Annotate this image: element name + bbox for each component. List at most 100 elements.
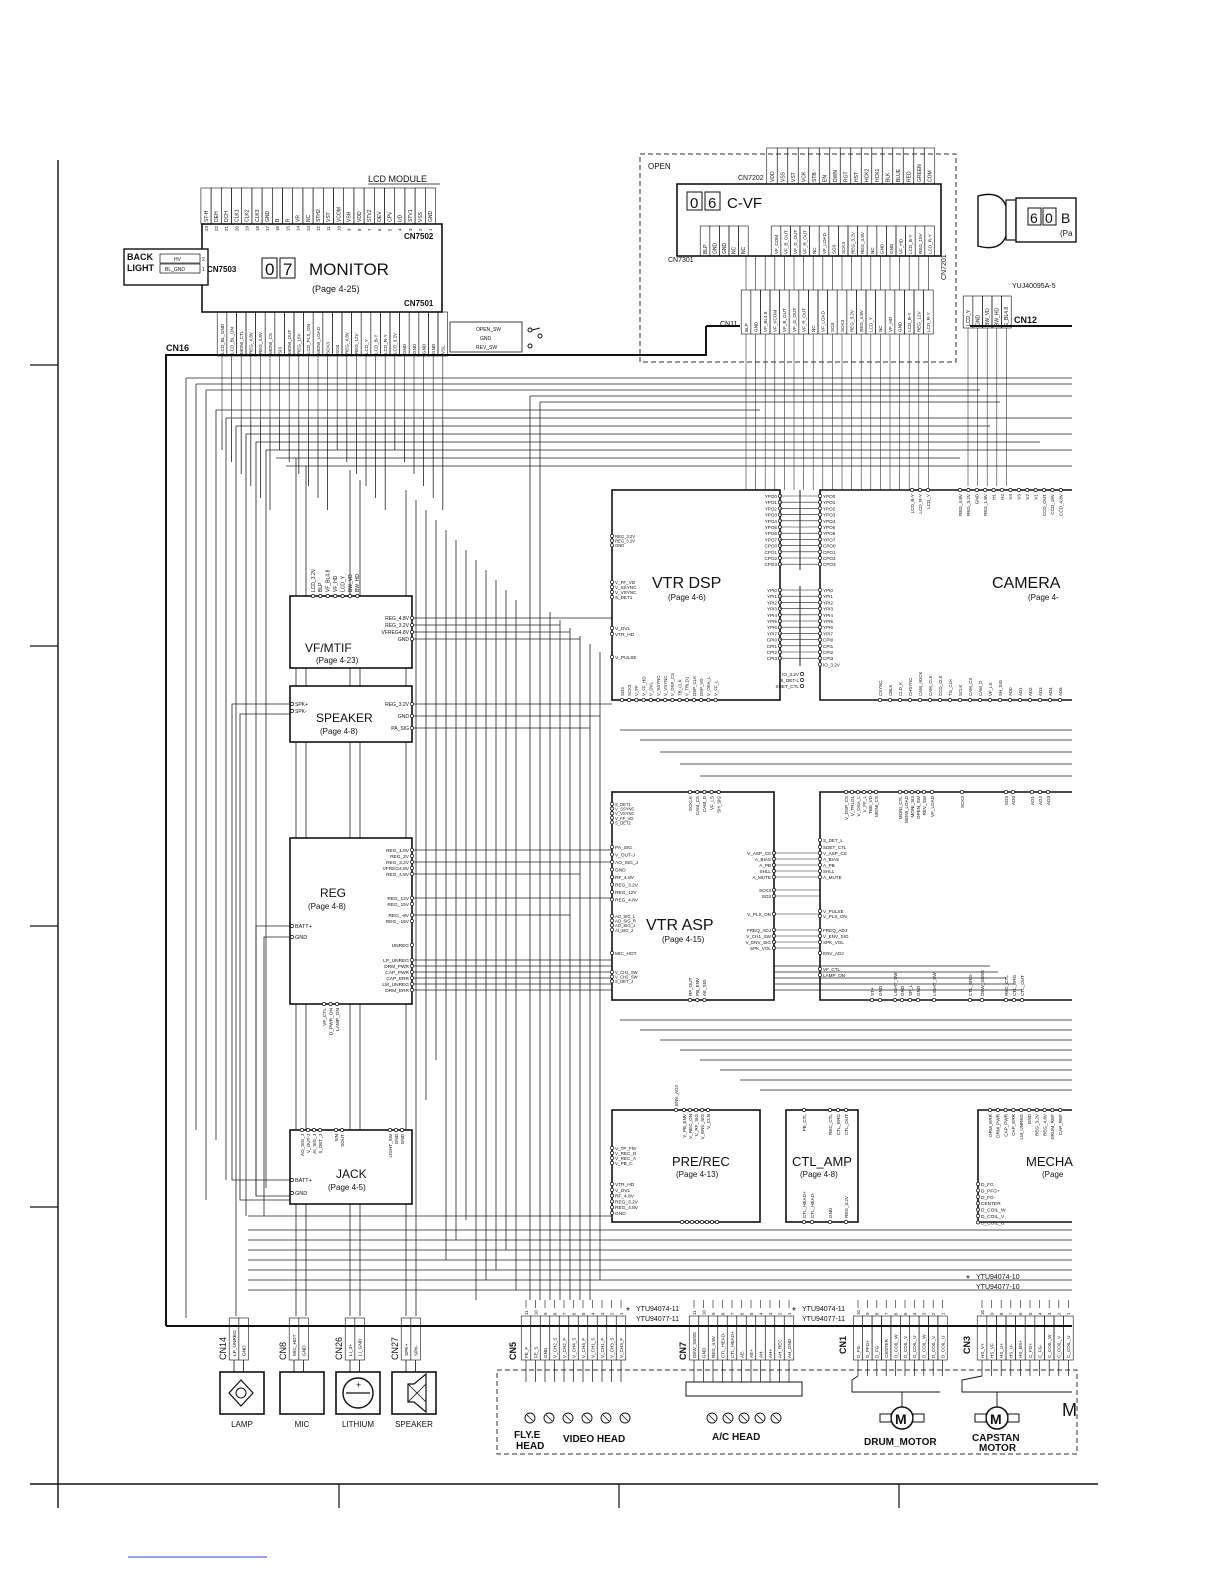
pin-label: TG_CLK	[948, 679, 953, 696]
pin-label: C_FG+	[1028, 1343, 1033, 1358]
pin-terminal	[610, 815, 614, 820]
pin-terminal	[610, 590, 614, 594]
mic-part-box	[279, 1371, 325, 1415]
pin-label: SPK_VOL	[750, 946, 771, 951]
pin-label: VF_B_OUT	[782, 308, 787, 332]
mid-right-block: S_DET_LSDET_CTLV_ASP_CSA_BIASA_PBSHLLA_M…	[818, 790, 1072, 1002]
pin-label: CHSYNC	[908, 677, 913, 696]
camera-page: (Page 4-	[1028, 593, 1059, 602]
pin-terminal	[818, 625, 822, 630]
ypin-label: CPO2	[764, 556, 777, 561]
pin-label: SIN	[334, 1134, 339, 1142]
cn7-part-a: YTU94074-11	[802, 1306, 845, 1313]
pin-label: LIGHT_SW	[893, 972, 898, 996]
pin-label: SO3	[762, 894, 772, 899]
pin-label: CAM_CLK	[928, 675, 933, 696]
pin-terminal	[818, 656, 822, 661]
pin-number: 6	[571, 1312, 576, 1315]
cn1-part-a: YTU94074-10	[976, 1274, 1020, 1281]
pin-number: 1	[787, 1312, 792, 1315]
pin-terminal	[641, 698, 646, 702]
pin-number: 6	[739, 1312, 744, 1315]
pin-label: AE-	[739, 1350, 744, 1358]
ypin-label: CPI1	[823, 644, 834, 649]
pin-label: REG_1.8V	[983, 493, 988, 516]
pin-terminal	[333, 594, 338, 598]
pin-label: V_CH2_S	[552, 1338, 557, 1358]
pin-label: VF_LOAD	[821, 310, 826, 332]
pin-terminal	[1034, 1108, 1039, 1112]
pin-label: V_VSYNC	[615, 811, 635, 816]
pin-number: 6	[377, 228, 382, 231]
pin-terminal	[410, 637, 414, 641]
pin-terminal	[976, 1214, 980, 1218]
pin-terminal	[1048, 698, 1052, 702]
monitor-num-0: 0	[265, 260, 274, 279]
pin-label: S_DET_J	[318, 1134, 323, 1154]
pin-terminal	[410, 970, 414, 974]
pin-label: V_ASP_CS	[747, 851, 771, 856]
pin-label: DEW_SENS	[692, 1332, 697, 1358]
pin-label: OPEN_SW	[916, 795, 921, 819]
pin-terminal	[818, 612, 822, 617]
svg-text:*: *	[626, 1306, 630, 1317]
pin-label: HCK1	[875, 168, 881, 182]
pin-terminal	[868, 790, 872, 794]
pin-terminal	[818, 909, 822, 913]
pin-terminal	[1030, 790, 1034, 794]
pin-terminal	[682, 1108, 686, 1112]
pin-label: LCD_Y	[966, 309, 972, 326]
ypin-label: YPO5	[823, 525, 836, 530]
ypin-label: YPI6	[823, 625, 833, 630]
pin-label: CTL_HEAD+	[802, 1191, 807, 1218]
pin-label: REG_4.8V	[345, 331, 350, 354]
pin-terminal	[948, 698, 952, 702]
pin-number: 9	[543, 1312, 548, 1315]
pin-label: LCD_Y	[926, 494, 931, 509]
ypin-label: YPO6	[823, 531, 836, 536]
pin-label: AD2	[1038, 796, 1043, 805]
pin-label: B	[275, 218, 281, 222]
pin-terminal	[410, 623, 414, 627]
pin-label: GND	[295, 935, 307, 941]
pin-terminal	[716, 790, 721, 794]
ypin-label: YPO3	[765, 513, 778, 518]
pin-terminal	[818, 934, 822, 938]
pin-label: REG_2V	[390, 854, 410, 860]
pin-terminal	[1058, 698, 1062, 702]
pin-label: V_VSYNC	[663, 676, 668, 697]
pin-terminal	[910, 790, 914, 794]
pin-label: VF_LS	[988, 683, 993, 696]
pin-label: RF_4.8V	[615, 875, 635, 881]
pin-terminal	[410, 943, 414, 947]
cn1-part-b: YTU94077-10	[976, 1284, 1020, 1291]
pin-terminal	[610, 806, 614, 811]
pin-terminal	[918, 698, 922, 702]
pin-label: RED	[906, 171, 912, 182]
pin-number: 2	[418, 228, 423, 231]
pin-label: GND	[241, 1345, 247, 1356]
pin-label: VR	[296, 215, 302, 222]
pin-terminal	[818, 869, 822, 873]
pin-label: DSP_VD	[699, 678, 704, 696]
pin-label: REV_SW	[922, 795, 927, 815]
pin-label: HS_VF	[989, 1343, 994, 1358]
ypin-label: YPO1	[765, 500, 778, 505]
pin-label: CAM_CS	[968, 678, 973, 696]
pin-terminal	[818, 845, 822, 849]
pin-terminal	[1050, 488, 1055, 492]
pin-number: 4	[398, 228, 403, 231]
pin-number: 1	[619, 1312, 624, 1315]
pin-label: REG_3.2V	[385, 623, 410, 629]
pin-label: A_BIAS	[755, 857, 771, 862]
pin-label: OEV	[377, 211, 383, 222]
pin-label: AO_SIG_J	[615, 860, 639, 866]
pin-label: CBLK	[888, 684, 893, 696]
pin-terminal	[818, 940, 822, 944]
pin-terminal	[850, 790, 854, 794]
pin-label: A_PB	[823, 863, 835, 868]
pin-terminal	[916, 790, 920, 794]
pin-label: SPK+	[295, 702, 308, 708]
pin-label: V_FF_L	[862, 796, 867, 813]
